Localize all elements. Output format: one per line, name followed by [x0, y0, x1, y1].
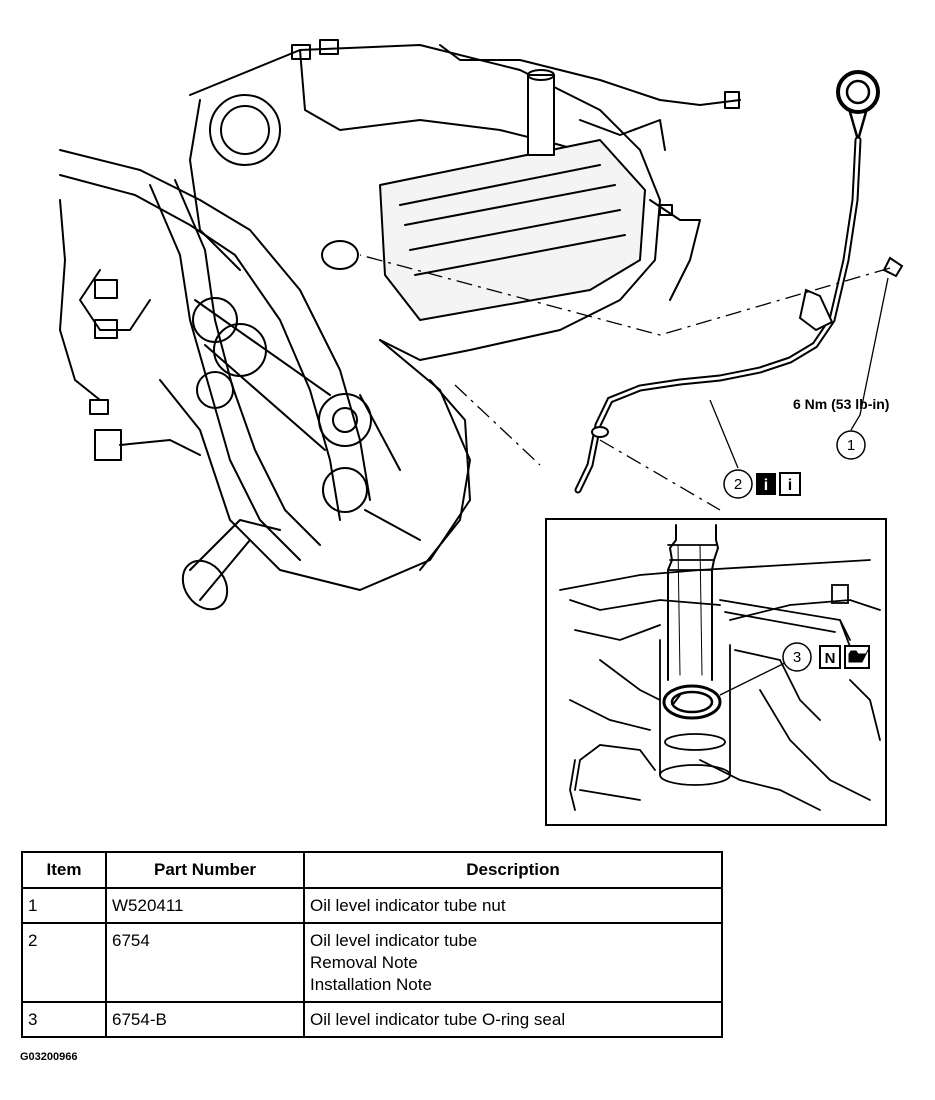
- callout-3: 3 N: [782, 642, 870, 672]
- description: Oil level indicator tube nut: [303, 887, 723, 924]
- description-line: Oil level indicator tube nut: [310, 896, 506, 915]
- installation-note-link[interactable]: Installation Note: [310, 975, 432, 994]
- table-row: 3 6754-B Oil level indicator tube O-ring…: [21, 1001, 723, 1038]
- description-line: Oil level indicator tube: [310, 931, 478, 950]
- callout-2: 2 i i: [723, 469, 801, 499]
- figure-id: G03200966: [20, 1051, 78, 1063]
- table-row: 1 W520411 Oil level indicator tube nut: [21, 887, 723, 924]
- table-header-row: Item Part Number Description: [21, 851, 723, 889]
- removal-note-link[interactable]: Removal Note: [310, 953, 418, 972]
- callout-1: 1: [836, 430, 866, 460]
- info-badge-removal: [756, 473, 776, 495]
- inset-detail: [545, 518, 887, 826]
- info-badge-installation: [779, 472, 801, 496]
- parts-table: Item Part Number Description 1 W520411 O…: [21, 851, 723, 1038]
- description: Oil level indicator tube Removal Note In…: [303, 922, 723, 1003]
- torque-spec: 6 Nm (53 lb-in): [793, 396, 889, 412]
- table-row: 2 6754 Oil level indicator tube Removal …: [21, 922, 723, 1003]
- callout-1-number: 1: [847, 437, 855, 454]
- oil-can-icon-glyph: [848, 649, 869, 663]
- description: Oil level indicator tube O-ring seal: [303, 1001, 723, 1038]
- callout-2-number: 2: [734, 476, 742, 493]
- engine-diagram: 6 Nm (53 lb-in) 1 2 i i: [59, 39, 904, 826]
- column-header-item: Item: [21, 851, 107, 889]
- info-badge-installation-label: i: [788, 477, 792, 494]
- callout-leaders: [709, 277, 889, 469]
- item-number: 2: [21, 922, 107, 1003]
- description-line: Oil level indicator tube O-ring seal: [310, 1010, 566, 1029]
- leader-lines: [359, 254, 891, 511]
- info-badge-removal-label: i: [764, 477, 768, 494]
- new-part-badge: [819, 645, 841, 669]
- engine-illustration: [59, 39, 741, 611]
- part-number: 6754: [105, 922, 305, 1003]
- oil-level-indicator-tube: [574, 70, 904, 494]
- callout-3-number: 3: [793, 649, 801, 666]
- part-number: 6754-B: [105, 1001, 305, 1038]
- new-part-badge-label: N: [825, 650, 836, 667]
- item-number: 3: [21, 1001, 107, 1038]
- column-header-part-number: Part Number: [105, 851, 305, 889]
- item-number: 1: [21, 887, 107, 924]
- part-number: W520411: [105, 887, 305, 924]
- column-header-description: Description: [303, 851, 723, 889]
